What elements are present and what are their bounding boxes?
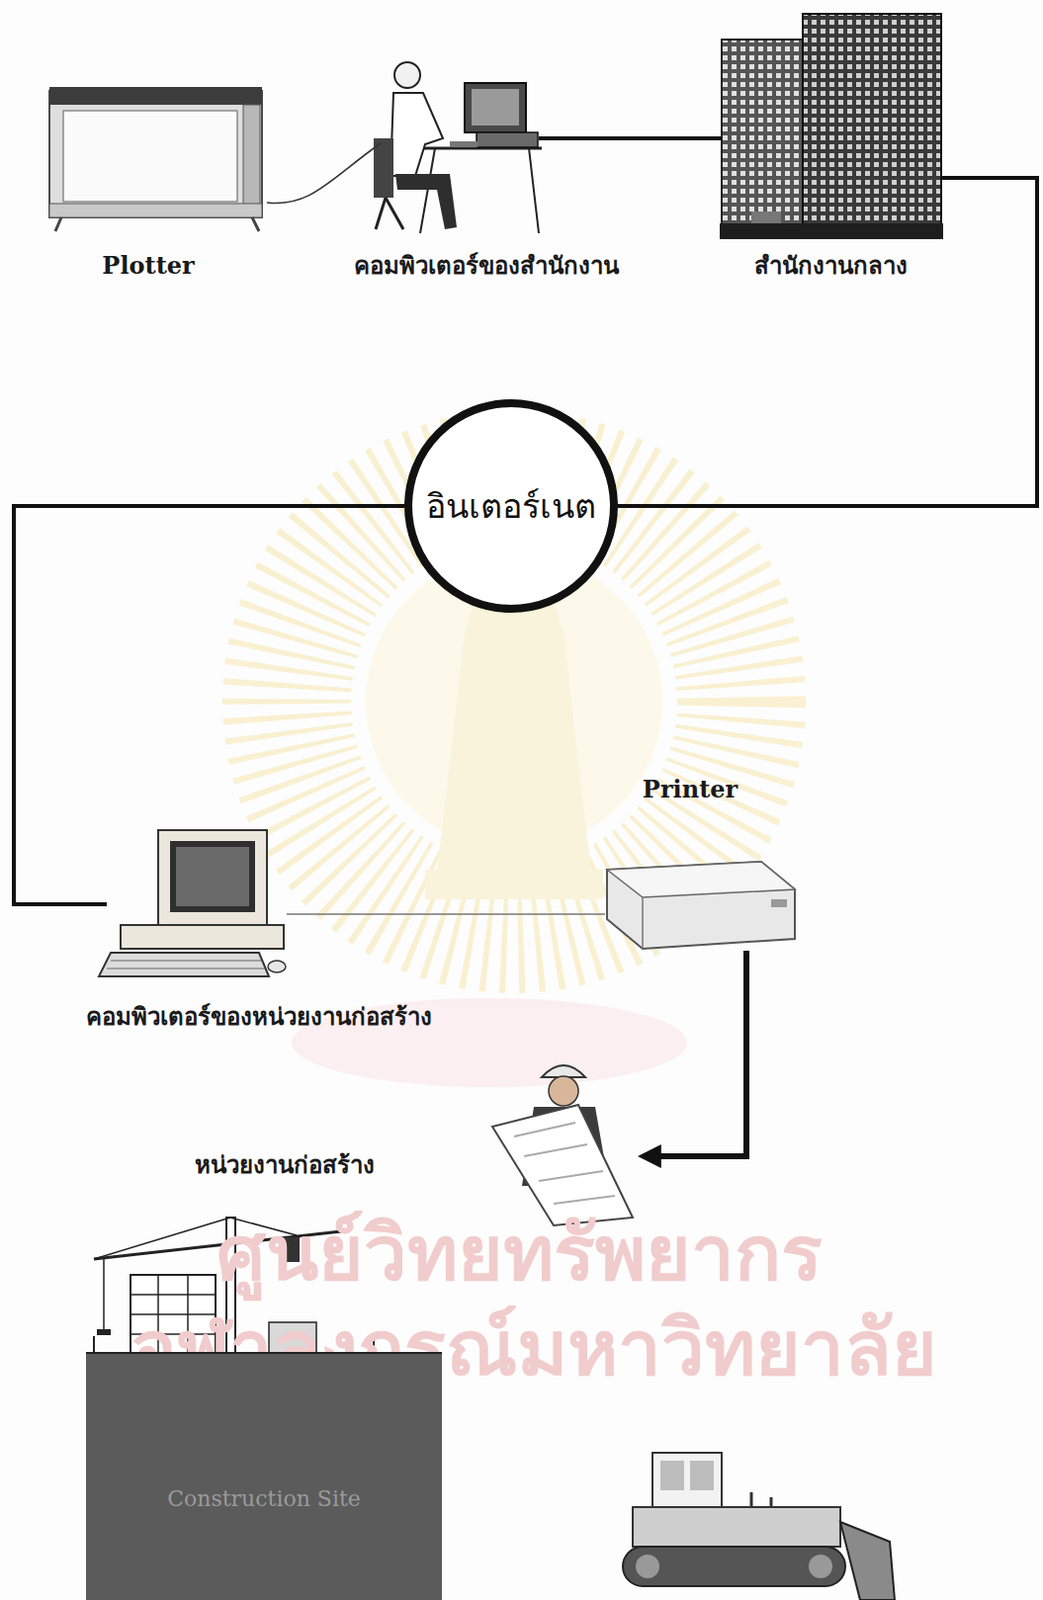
construction-unit-node: หน่วยงานก่อสร้าง xyxy=(489,1052,638,1226)
site-worker-illustration-part xyxy=(514,1123,576,1137)
central-office-node: สำนักงานกลาง xyxy=(721,11,942,240)
node-label: Plotter xyxy=(101,252,194,281)
connector-line xyxy=(617,177,1038,507)
office-worker-illustration-part xyxy=(373,138,394,198)
plotter-illustration-part xyxy=(49,90,262,218)
band-text: Construction Site xyxy=(86,1486,442,1513)
site-computer-illustration-part xyxy=(120,925,284,950)
plotter-illustration-part xyxy=(252,217,260,232)
office-worker-illustration xyxy=(373,62,542,234)
construction-site-band: Construction Site xyxy=(86,1352,442,1600)
office-worker-illustration-part xyxy=(464,83,526,133)
bulldozer-illustration-part xyxy=(808,1555,833,1579)
office-worker-illustration-part xyxy=(420,148,435,234)
node-label: สำนักงานกลาง xyxy=(754,252,908,281)
site-worker-illustration-part xyxy=(538,1171,604,1182)
site-worker-illustration-part xyxy=(541,1065,586,1078)
bulldozer-illustration xyxy=(622,1453,895,1600)
node-label: คอมพิวเตอร์ของสำนักงาน xyxy=(353,252,619,281)
internet-circle: อินเตอร์เนต xyxy=(404,399,618,613)
plotter-illustration-part xyxy=(243,104,261,212)
office-computer-node: คอมพิวเตอร์ของสำนักงาน xyxy=(350,59,539,236)
office-building-illustration-part xyxy=(751,211,782,224)
connector-arrow xyxy=(656,951,747,1157)
bulldozer-illustration-part xyxy=(690,1461,714,1491)
printer-illustration-part xyxy=(641,897,644,950)
plotter-illustration-part xyxy=(55,217,62,232)
site-computer-illustration-part xyxy=(110,960,261,962)
bulldozer-illustration-part xyxy=(635,1555,660,1579)
office-worker-illustration-part xyxy=(528,148,539,234)
printer-node: Printer xyxy=(605,850,796,952)
site-worker-illustration xyxy=(492,1065,633,1226)
plotter-illustration-part xyxy=(49,203,262,218)
emblem-watermark-part xyxy=(425,869,604,900)
bulldozer-illustration-part xyxy=(652,1453,722,1508)
office-worker-illustration-part xyxy=(390,92,443,176)
bulldozer-illustration-part xyxy=(660,1461,685,1491)
printer-illustration-part xyxy=(607,862,795,950)
bulldozer-illustration-part xyxy=(750,1492,754,1508)
plotter-illustration-part xyxy=(63,110,238,202)
site-computer-illustration xyxy=(98,830,286,977)
node-label: Printer xyxy=(642,776,738,805)
office-worker-illustration-part xyxy=(476,132,538,148)
office-building-illustration-part xyxy=(802,13,942,238)
site-worker-illustration-part xyxy=(492,1105,633,1226)
office-worker-illustration-part xyxy=(471,88,520,126)
site-computer-illustration-part xyxy=(170,841,256,913)
site-worker-illustration-part xyxy=(548,1076,579,1107)
site-computer-illustration-part xyxy=(98,953,269,977)
office-building-illustration-part xyxy=(719,223,944,240)
office-worker-illustration-part xyxy=(375,197,386,230)
site-computer-node: คอมพิวเตอร์ของหน่วยงานก่อสร้าง xyxy=(106,828,287,979)
site-computer-illustration-part xyxy=(267,960,286,973)
site-computer-illustration-part xyxy=(158,830,267,926)
watermark-text: ศูนย์วิทยทรัพยากร xyxy=(216,1208,823,1302)
office-worker-illustration-part xyxy=(385,197,404,230)
plotter-illustration-part xyxy=(49,86,262,105)
plotter-illustration xyxy=(49,86,262,232)
printer-illustration-part xyxy=(771,899,787,908)
site-computer-illustration-part xyxy=(175,847,250,907)
office-worker-illustration-part xyxy=(395,173,457,230)
connector-line xyxy=(13,506,405,905)
plotter-node: Plotter xyxy=(44,84,267,233)
connector-line xyxy=(286,913,606,916)
office-worker-illustration-part xyxy=(449,141,478,148)
bulldozer-illustration-part xyxy=(840,1522,895,1600)
connector-line xyxy=(538,136,722,141)
site-computer-illustration-part xyxy=(106,968,265,970)
node-label: หน่วยงานก่อสร้าง xyxy=(194,1151,375,1181)
bulldozer-illustration-part xyxy=(770,1497,774,1508)
crane-illustration-part xyxy=(93,1217,231,1260)
printer-illustration-part xyxy=(607,862,795,898)
bulldozer-illustration-part xyxy=(632,1507,841,1548)
site-worker-illustration-part xyxy=(523,1144,588,1157)
printer-illustration xyxy=(607,862,795,950)
node-label: คอมพิวเตอร์ของหน่วยงานก่อสร้าง xyxy=(86,1003,433,1033)
connector-line xyxy=(266,143,381,204)
office-worker-illustration-part xyxy=(394,62,421,88)
crane-illustration-part xyxy=(130,1294,216,1297)
crane-illustration-part xyxy=(96,1329,111,1336)
bulldozer-illustration-part xyxy=(622,1547,846,1587)
crane-illustration-part xyxy=(102,1259,105,1330)
site-worker-illustration-part xyxy=(553,1196,615,1205)
office-building-illustration xyxy=(719,13,944,240)
node-text: อินเตอร์เนต xyxy=(404,486,618,527)
